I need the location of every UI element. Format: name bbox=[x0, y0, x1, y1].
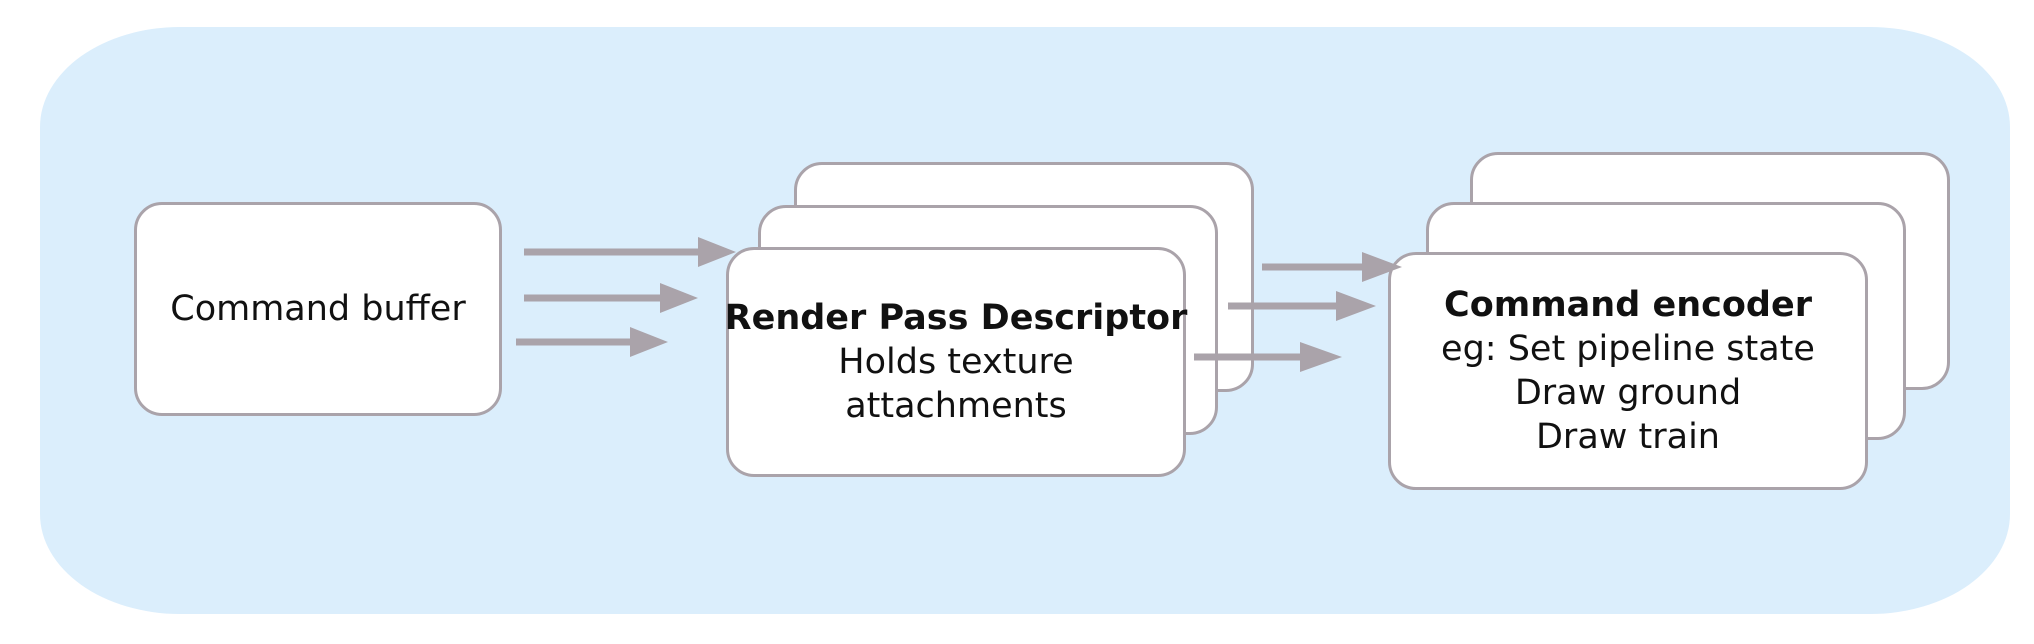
command-encoder-line: Draw train bbox=[1535, 417, 1720, 457]
render-pass-descriptor-title: Render Pass Descriptor bbox=[724, 298, 1188, 338]
command-encoder-line: Draw ground bbox=[1514, 373, 1742, 413]
command-encoder-text: Command encoder eg: Set pipeline state D… bbox=[1391, 255, 1865, 487]
render-pass-descriptor-line: Holds texture bbox=[838, 342, 1074, 382]
render-pass-descriptor-front-card: Render Pass Descriptor Holds texture att… bbox=[725, 247, 1188, 477]
render-pass-descriptor-line: attachments bbox=[845, 386, 1067, 426]
command-buffer-text: Command buffer bbox=[137, 205, 499, 413]
command-encoder-title: Command encoder bbox=[1444, 285, 1812, 325]
command-buffer-label: Command buffer bbox=[170, 289, 466, 329]
command-encoder-front-card: Command encoder eg: Set pipeline state D… bbox=[1388, 252, 1868, 490]
render-pass-descriptor-text: Render Pass Descriptor Holds texture att… bbox=[725, 250, 1188, 474]
command-encoder-line: eg: Set pipeline state bbox=[1441, 329, 1815, 369]
command-buffer-box: Command buffer bbox=[134, 202, 502, 416]
